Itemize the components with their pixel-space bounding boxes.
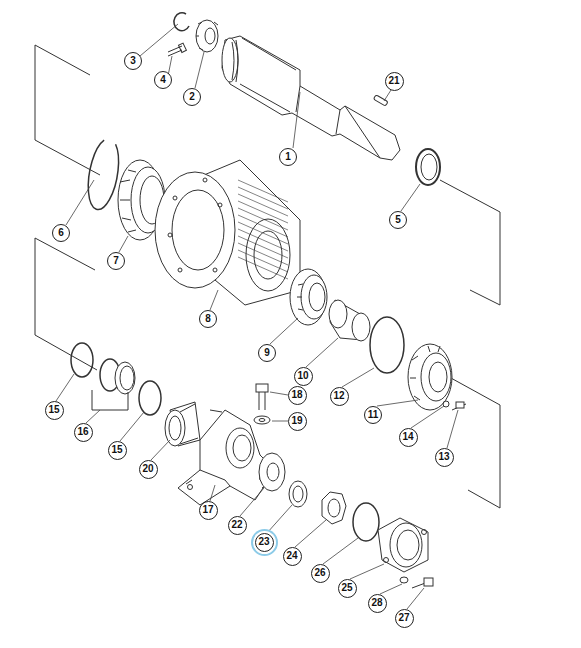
callout-text: 10 [297, 371, 308, 381]
callout-number: 24 [283, 547, 302, 566]
callout-number: 26 [311, 564, 330, 583]
callout-number: 15 [108, 441, 127, 460]
callout-text: 19 [291, 416, 302, 426]
callout-number: 15 [45, 401, 64, 420]
callout-text: 25 [341, 583, 352, 593]
callout-number: 12 [330, 387, 349, 406]
callout-text: 18 [291, 390, 302, 400]
callout-text: 7 [113, 256, 119, 266]
callout-number: 20 [139, 460, 158, 479]
callout-number: 25 [338, 579, 357, 598]
callout-number: 28 [368, 594, 387, 613]
callout-number: 14 [399, 428, 418, 447]
spline-stroke [238, 194, 288, 216]
callout-text: 2 [189, 92, 195, 102]
callout-text: 20 [142, 464, 153, 474]
callout-number: 19 [288, 412, 307, 431]
callout-number: 11 [364, 406, 382, 424]
spline-stroke [238, 229, 288, 251]
callout-text: 23 [258, 537, 269, 547]
callout-number: 6 [52, 224, 70, 242]
callout-number: 2 [183, 88, 201, 106]
spline-stroke [238, 257, 288, 279]
callout-number: 5 [389, 211, 407, 229]
callout-text: 15 [48, 405, 59, 415]
callout-number: 8 [199, 310, 217, 328]
callout-text: 24 [286, 551, 297, 561]
callout-text: 3 [130, 56, 136, 66]
spline-stroke [238, 236, 288, 258]
spline-stroke [238, 243, 288, 265]
spline-stroke [238, 187, 288, 209]
spline-stroke [238, 222, 288, 244]
callout-number: 3 [124, 52, 142, 70]
callout-text: 4 [160, 75, 166, 85]
callout-number: 17 [199, 501, 218, 520]
callout-text: 13 [438, 452, 449, 462]
spline-stroke [238, 250, 288, 272]
callout-number: 16 [74, 423, 93, 442]
callout-text: 27 [398, 613, 409, 623]
spline-stroke [238, 215, 288, 237]
callout-text: 8 [205, 314, 211, 324]
callout-text: 28 [371, 598, 382, 608]
callout-text: 1 [285, 152, 291, 162]
callout-text: 14 [402, 432, 413, 442]
callout-text: 5 [395, 215, 401, 225]
callout-number: 9 [258, 344, 276, 362]
spline-stroke [238, 201, 288, 223]
callout-number: 13 [435, 448, 454, 467]
callout-text: 21 [388, 76, 399, 86]
spline-stroke [238, 180, 288, 202]
callout-text: 26 [314, 568, 325, 578]
spline-stroke [238, 208, 288, 230]
callout-number: 4 [154, 71, 172, 89]
callout-number: 21 [385, 72, 404, 91]
callout-text: 16 [77, 427, 88, 437]
callout-number: 1 [279, 148, 297, 166]
callout-text: 11 [368, 410, 379, 420]
callout-text: 22 [231, 520, 242, 530]
callout-number: 18 [288, 386, 307, 405]
callout-number: 23 [255, 533, 274, 552]
callout-text: 15 [111, 445, 122, 455]
callout-text: 12 [333, 391, 344, 401]
callout-number: 27 [395, 609, 414, 628]
callout-number: 22 [228, 516, 247, 535]
callout-text: 9 [264, 348, 270, 358]
callout-number: 7 [107, 252, 125, 270]
callout-number: 10 [294, 367, 313, 386]
callout-text: 17 [202, 505, 213, 515]
callout-text: 6 [58, 228, 64, 238]
